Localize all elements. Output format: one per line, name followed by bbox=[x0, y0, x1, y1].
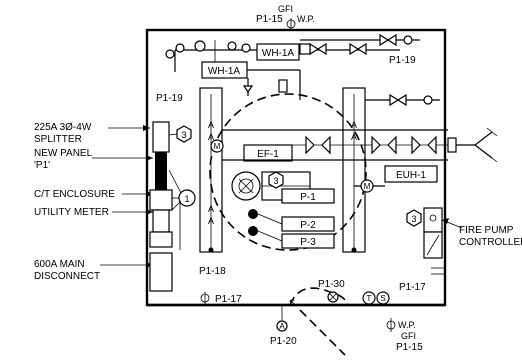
keynote-3-center: 3 bbox=[268, 171, 284, 189]
keynote-3-left: 3 bbox=[176, 125, 192, 143]
utility-meter-box bbox=[152, 209, 170, 233]
fire-pump-controller bbox=[423, 207, 463, 259]
right-piping bbox=[365, 93, 440, 107]
top-piping bbox=[174, 33, 420, 100]
electrical-gear bbox=[149, 121, 181, 292]
svg-text:P-3: P-3 bbox=[300, 237, 316, 248]
fire-pump-note-line1: FIRE PUMP bbox=[459, 225, 514, 236]
circuit-p1-19-left: P1-19 bbox=[156, 93, 183, 104]
circuit-p1-19-right: P1-19 bbox=[389, 55, 416, 66]
svg-text:EUH-1: EUH-1 bbox=[396, 170, 426, 181]
svg-text:A: A bbox=[279, 322, 285, 331]
ef-1-fan: EF-1 bbox=[243, 144, 293, 162]
euh-1-heater: EUH-1 bbox=[384, 165, 438, 183]
keynote-3-right: 3 bbox=[406, 209, 422, 227]
svg-text:3: 3 bbox=[411, 214, 416, 224]
thermostat-symbol: T bbox=[362, 291, 376, 305]
device-a-symbol: A bbox=[276, 305, 288, 332]
svg-text:A: A bbox=[208, 216, 214, 226]
dashed-circuit-run bbox=[289, 287, 349, 306]
panel-p1-box bbox=[155, 152, 167, 190]
receptacle-right bbox=[431, 267, 445, 275]
circuit-p1-17-left: P1-17 bbox=[215, 294, 242, 305]
circuit-p1-15-bottom: P1-15 bbox=[396, 342, 423, 353]
device-cluster-top-left bbox=[165, 40, 254, 96]
svg-text:A: A bbox=[208, 120, 214, 130]
new-panel-note-line2: 'P1' bbox=[34, 160, 50, 171]
main-duct bbox=[222, 127, 498, 163]
duct-chase-left: A A A A bbox=[199, 87, 223, 253]
new-panel-note-line1: NEW PANEL bbox=[34, 148, 93, 159]
wh-1a-lower: WH-1A bbox=[201, 61, 248, 79]
dashed-equipment-outline bbox=[209, 93, 367, 251]
wh-1a-upper: WH-1A bbox=[256, 43, 300, 61]
svg-text:M: M bbox=[364, 182, 371, 191]
splitter-note-line2: SPLITTER bbox=[34, 134, 82, 145]
svg-text:P-2: P-2 bbox=[300, 220, 316, 231]
utility-meter-note: UTILITY METER bbox=[34, 207, 109, 218]
circuit-p1-30: P1-30 bbox=[318, 279, 345, 290]
svg-text:EF-1: EF-1 bbox=[257, 149, 279, 160]
splitter-note-line1: 225A 3Ø-4W bbox=[34, 122, 92, 133]
fire-pump-note-line2: CONTROLLER bbox=[459, 237, 522, 248]
duct-chase-right: A A bbox=[342, 87, 366, 253]
wp-tag-bottom: W.P. bbox=[398, 320, 416, 330]
note-leaders bbox=[92, 125, 153, 268]
main-disconnect-note-line2: DISCONNECT bbox=[34, 271, 100, 282]
gfi-tag-bottom: GFI bbox=[401, 331, 416, 341]
ct-enclosure-note: C/T ENCLOSURE bbox=[34, 189, 115, 200]
panel-p-2: P-2 bbox=[281, 216, 335, 232]
panel-p-1: P-1 bbox=[281, 188, 335, 204]
svg-text:A: A bbox=[208, 132, 214, 142]
motor-symbol-right: M bbox=[360, 179, 374, 193]
svg-text:WH-1A: WH-1A bbox=[208, 66, 241, 77]
switch-symbol: S bbox=[289, 298, 295, 308]
svg-text:A: A bbox=[208, 204, 214, 214]
motor-symbol-left: M bbox=[210, 139, 224, 153]
main-disconnect-note-line1: 600A MAIN bbox=[34, 259, 85, 270]
svg-text:S: S bbox=[380, 294, 385, 303]
gfi-tag-top: GFI bbox=[278, 4, 293, 14]
panel-p-3: P-3 bbox=[281, 233, 335, 249]
room-walls bbox=[145, 28, 447, 307]
splitter-box bbox=[152, 121, 170, 153]
svg-text:3: 3 bbox=[273, 176, 278, 186]
main-disconnect-box bbox=[149, 252, 173, 292]
svg-text:M: M bbox=[214, 142, 221, 151]
junction-box-2 bbox=[248, 226, 258, 236]
svg-text:A: A bbox=[351, 120, 357, 130]
switch-symbol-circle: S bbox=[376, 291, 390, 305]
svg-text:3: 3 bbox=[181, 130, 186, 140]
circuit-p1-17-right: P1-17 bbox=[399, 282, 426, 293]
keynote-1: 1 bbox=[178, 189, 196, 207]
circuit-p1-20: P1-20 bbox=[270, 336, 297, 347]
receptacle-bottom-left bbox=[200, 292, 210, 304]
circuit-p1-15-top: P1-15 bbox=[256, 14, 283, 25]
svg-text:WH-1A: WH-1A bbox=[262, 48, 295, 59]
svg-text:A: A bbox=[351, 132, 357, 142]
svg-text:P-1: P-1 bbox=[300, 192, 316, 203]
svg-text:1: 1 bbox=[184, 194, 189, 204]
receptacle-top bbox=[286, 18, 296, 30]
wp-tag-top: W.P. bbox=[297, 14, 315, 24]
circuit-p1-18: P1-18 bbox=[199, 266, 226, 277]
receptacle-bottom-right bbox=[386, 318, 396, 332]
junction-box-1 bbox=[248, 209, 258, 219]
svg-text:T: T bbox=[367, 294, 372, 303]
cross-device bbox=[327, 291, 339, 303]
ct-enclosure-box bbox=[149, 189, 173, 211]
